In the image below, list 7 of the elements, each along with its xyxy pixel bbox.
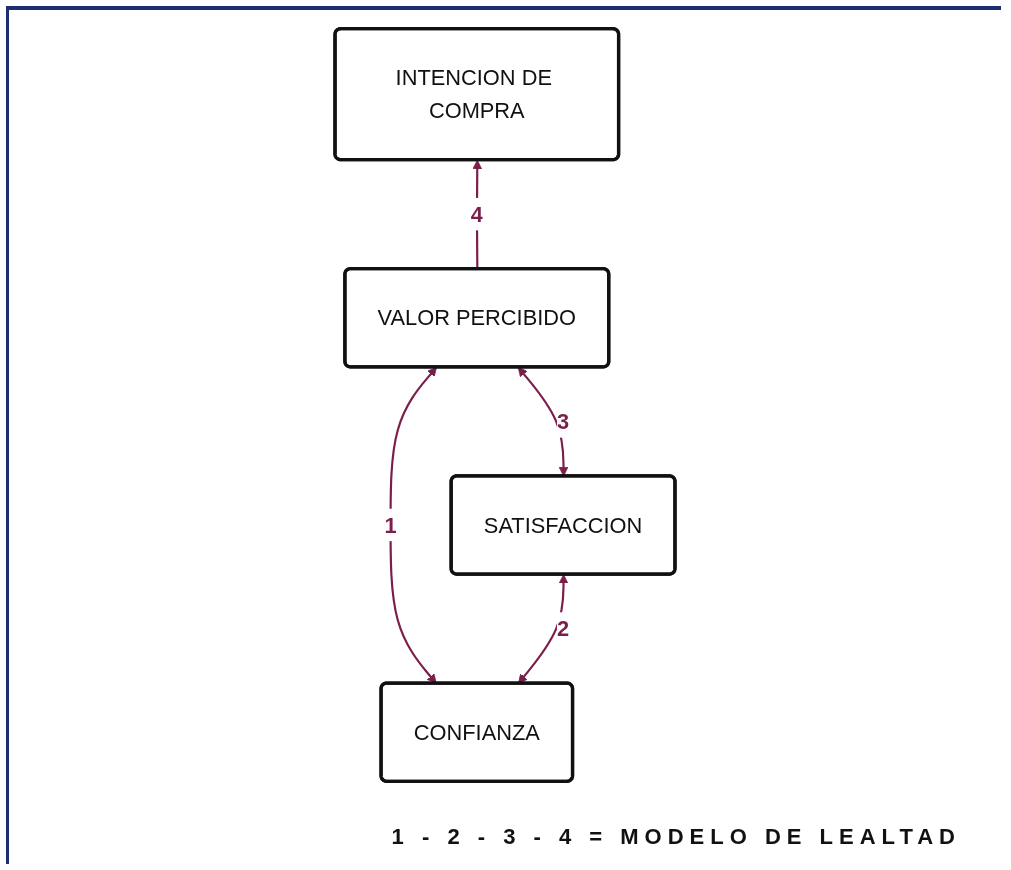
edge-label: 3 [557,409,570,434]
note-text: 1 - 2 - 3 - 4 = MODELO DE LEALTAD [391,824,961,850]
edge-label: 4 [470,202,483,227]
edge-label: 1 [384,512,397,537]
edge-label: 2 [557,616,570,641]
arrow [518,574,569,684]
arrow [389,366,437,684]
